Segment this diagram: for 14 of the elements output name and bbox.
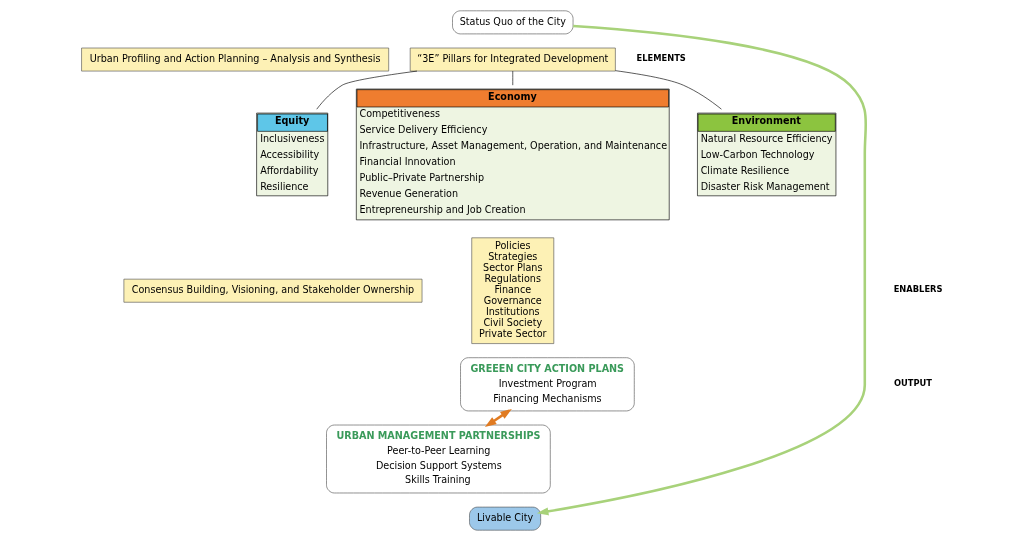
- label: OUTPUT: [893, 377, 932, 388]
- node-box: URBAN MANAGEMENT PARTNERSHIPS Peer-to-Peer Learning Decision Support Systems Skills Training: [325, 424, 551, 494]
- arrow: [536, 24, 867, 516]
- label: ELEMENTS: [636, 53, 686, 64]
- label: ENABLERS: [893, 284, 943, 295]
- arrow: [484, 408, 512, 428]
- connector: [315, 70, 417, 110]
- node-box: Consensus Building, Visioning, and Stakeholder Ownership: [123, 278, 422, 303]
- node-box: Status Quo of the City: [451, 10, 573, 35]
- node-box: “3E” Pillars for Integrated Development: [409, 47, 616, 72]
- node-box: Policies Strategies Sector Plans Regulations Finance Governance Institutions Civil Society Private Sector: [470, 237, 554, 344]
- node-box: GREEEN CITY ACTION PLANS Investment Program Financing Mechanisms: [459, 357, 635, 412]
- node-box: Urban Profiling and Action Planning – Analysis and Synthesis: [80, 47, 389, 72]
- node-box: Livable City: [468, 506, 541, 531]
